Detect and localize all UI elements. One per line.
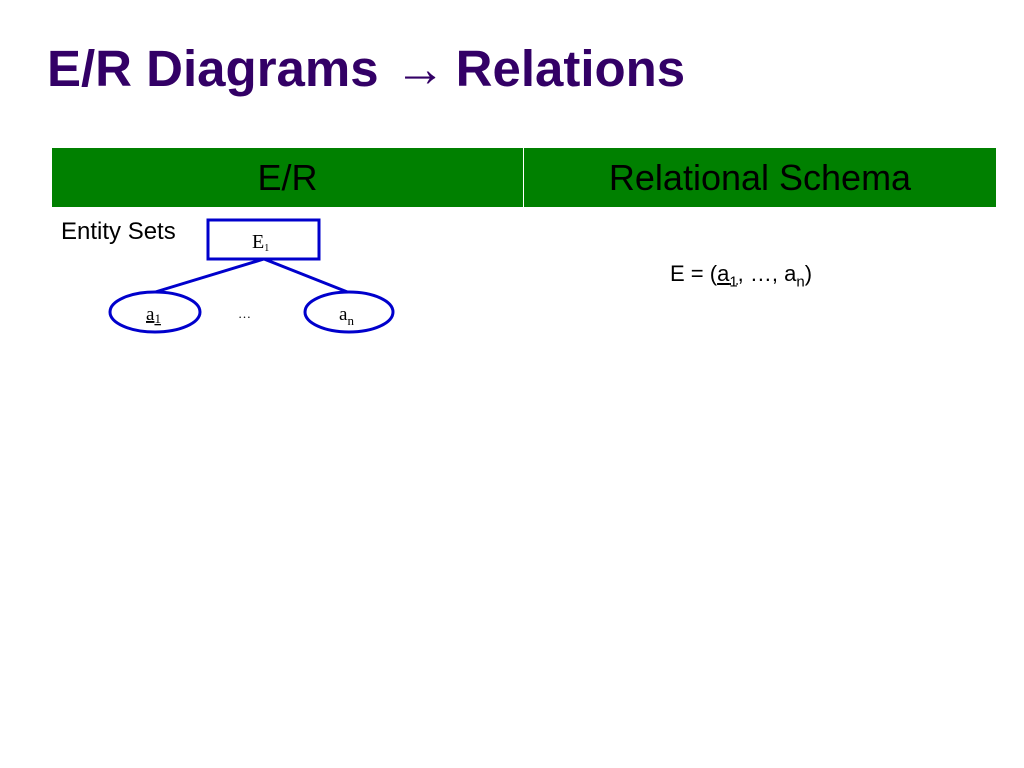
slide-title: E/R Diagrams →Relations [47,40,685,99]
title-left: E/R Diagrams [47,40,379,97]
arrow-right-icon: → [394,40,446,97]
title-right: Relations [455,40,686,97]
entity-box [206,218,321,261]
attribute-label-a1: a1 [146,304,161,326]
schema-key-attribute: a1 [717,261,738,291]
relational-schema-expression: E = (a1, …, an) [670,261,812,290]
row-label-entity-sets: Entity Sets [61,218,176,245]
attribute-label-an: an [339,304,354,328]
attribute-ellipse-an [303,290,395,334]
attribute-ellipse-a1 [108,290,202,334]
schema-middle: , …, [737,261,785,286]
entity-label: E1 [252,231,269,254]
connector-line-an [263,257,351,295]
attribute-ellipsis: … [238,306,251,321]
schema-last-attribute: an [784,261,805,291]
schema-prefix: E = ( [670,261,718,286]
schema-suffix: ) [804,261,813,286]
connector-line-a1 [151,257,265,295]
column-header-relational-schema: Relational Schema [523,147,997,208]
mapping-table-header: E/R Relational Schema [51,147,997,208]
